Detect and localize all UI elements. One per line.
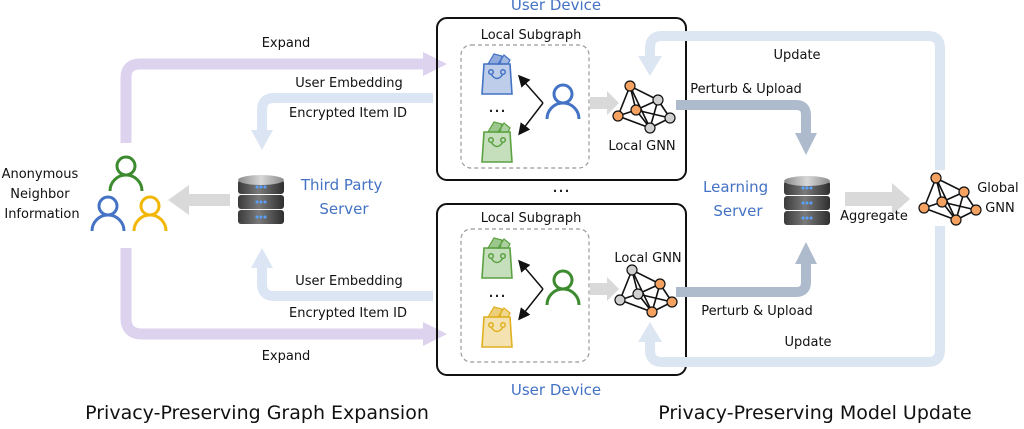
interaction-edge-top-1 (518, 74, 544, 104)
gnn-node (930, 172, 942, 184)
gnn-node (626, 264, 638, 276)
user-icon-yellow (132, 195, 168, 233)
aggregate-arrowhead (892, 183, 910, 215)
upload-arrowhead-bottom (795, 242, 817, 264)
expand-arrow-bottom (120, 248, 425, 340)
to-gnn-arrowhead-bottom (607, 277, 619, 301)
local-gnn-icon-top (612, 80, 676, 134)
aggregate-label: Aggregate (840, 209, 908, 224)
encrypted-item-label-top: Encrypted Item ID (289, 106, 407, 121)
expand-label-top: Expand (262, 36, 311, 51)
embedding-arrow-top (257, 93, 433, 132)
aggregate-arrow (845, 192, 893, 206)
devices-ellipsis: … (552, 176, 570, 197)
expand-label-bottom: Expand (262, 349, 311, 364)
upload-arrow-bottom (676, 262, 811, 297)
user-embedding-label-bottom: User Embedding (295, 274, 403, 289)
user-icon-blue (90, 195, 126, 233)
device-label-top: User Device (511, 0, 601, 14)
interaction-edge-bottom-1 (518, 259, 544, 290)
server-to-neighbors-arrow (188, 194, 230, 206)
graph-expansion-title: Privacy-Preserving Graph Expansion (85, 402, 429, 424)
user-device-bottom: Local Subgraph … Local GNN User Device (436, 203, 687, 399)
perturb-upload-label-top: Perturb & Upload (690, 82, 802, 97)
upload-arrow-top (676, 100, 811, 135)
gnn-node (612, 110, 624, 122)
global-gnn-icon (918, 172, 982, 226)
encrypted-item-label-bottom: Encrypted Item ID (289, 306, 407, 321)
item-bag-icon-green-bottom (481, 237, 513, 279)
user-icon-green (108, 155, 144, 193)
neighbor-label: Anonymous Neighbor Information (2, 167, 83, 222)
local-gnn-label-top: Local GNN (608, 139, 675, 154)
gnn-node (970, 204, 982, 216)
subgraph-label-top: Local Subgraph (481, 28, 582, 43)
gnn-node (918, 202, 930, 214)
update-label-top: Update (773, 48, 820, 63)
embedding-arrowhead-top (251, 130, 273, 150)
learning-server-icon (784, 176, 830, 225)
item-bag-icon-blue (481, 53, 513, 95)
items-ellipsis-top: … (488, 96, 506, 117)
gnn-edge (923, 207, 957, 221)
gnn-node (666, 296, 678, 308)
third-party-server-label: Third Party Server (300, 176, 387, 218)
upload-arrowhead-top (795, 133, 817, 155)
update-arrow-bottom (645, 226, 945, 367)
gnn-node (624, 80, 636, 92)
update-arrowhead-bottom (638, 322, 662, 342)
global-gnn-label: Global GNN (977, 181, 1023, 216)
gnn-node (958, 186, 970, 198)
device-label-bottom: User Device (511, 381, 601, 399)
user-icon-device-bottom (545, 269, 581, 307)
expand-arrow-top (120, 58, 425, 143)
gnn-node (654, 278, 666, 290)
third-party-server-icon (238, 175, 284, 224)
gnn-node (652, 94, 664, 106)
subgraph-label-bottom: Local Subgraph (481, 211, 582, 226)
gnn-node (614, 294, 626, 306)
gnn-edge (619, 299, 653, 313)
gnn-node (936, 196, 948, 208)
gnn-node (630, 104, 642, 116)
interaction-edge-bottom-2 (518, 288, 544, 321)
user-device-top: User Device Local Subgraph … Local GNN (436, 0, 687, 181)
gnn-edge (617, 115, 651, 129)
gnn-node (646, 306, 658, 318)
neighbor-users-icon (90, 155, 168, 233)
item-bag-icon-yellow (481, 306, 513, 348)
to-gnn-arrowhead-top (607, 91, 619, 115)
user-embedding-label-top: User Embedding (295, 76, 403, 91)
local-gnn-label-bottom: Local GNN (614, 251, 681, 266)
interaction-edge-top-2 (518, 102, 544, 136)
expand-arrowhead-top (423, 52, 447, 76)
user-icon-device-top (545, 83, 581, 121)
embedding-arrow-bottom (257, 266, 433, 301)
items-ellipsis-bottom: … (488, 281, 506, 302)
gnn-node (632, 288, 644, 300)
perturb-upload-label-bottom: Perturb & Upload (701, 304, 813, 319)
local-gnn-icon-bottom (614, 264, 678, 318)
embedding-arrowhead-bottom (251, 248, 273, 268)
learning-server-label: Learning Server (703, 178, 773, 220)
server-to-neighbors-arrowhead (168, 185, 189, 215)
update-arrow-top (645, 31, 945, 170)
gnn-node (664, 112, 676, 124)
to-gnn-arrow-top (590, 97, 608, 109)
model-update-title: Privacy-Preserving Model Update (658, 402, 971, 424)
gnn-node (950, 214, 962, 226)
update-arrowhead-top (638, 56, 662, 76)
to-gnn-arrow-bottom (590, 283, 608, 295)
gnn-node (644, 122, 656, 134)
update-label-bottom: Update (784, 335, 831, 350)
expand-arrowhead-bottom (423, 322, 447, 346)
item-bag-icon-green (481, 121, 513, 163)
